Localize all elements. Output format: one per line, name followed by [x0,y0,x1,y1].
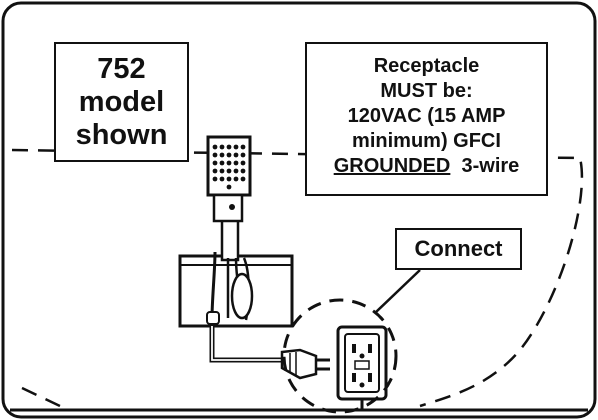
model-note-line: 752 [97,53,146,85]
connect-label: Connect [395,228,522,270]
dashed-enclosure-left [21,386,61,408]
receptacle-line: 120VAC (15 AMP [347,105,506,127]
three-wire-text: 3-wire [461,155,520,177]
model-note-line: model [78,86,165,118]
grounded-text: GROUNDED [333,155,451,177]
connect-leader-line [375,269,421,313]
receptacle-line: minimum) GFCI [352,130,501,152]
dashed-enclosure [11,148,584,408]
receptacle-requirements-box: Receptacle MUST be: 120VAC (15 AMP minim… [305,42,548,196]
receptacle-line: GROUNDED 3-wire [307,154,546,179]
model-note-box: 752 model shown [54,42,189,162]
gfci-outlet-icon [336,325,388,410]
connect-callout-circle [282,298,398,414]
receptacle-line: Receptacle [373,55,480,77]
power-cord-icon [209,326,330,380]
cooling-unit-icon [178,135,294,328]
receptacle-line: MUST be: [380,80,473,102]
model-note-line: shown [75,119,168,151]
